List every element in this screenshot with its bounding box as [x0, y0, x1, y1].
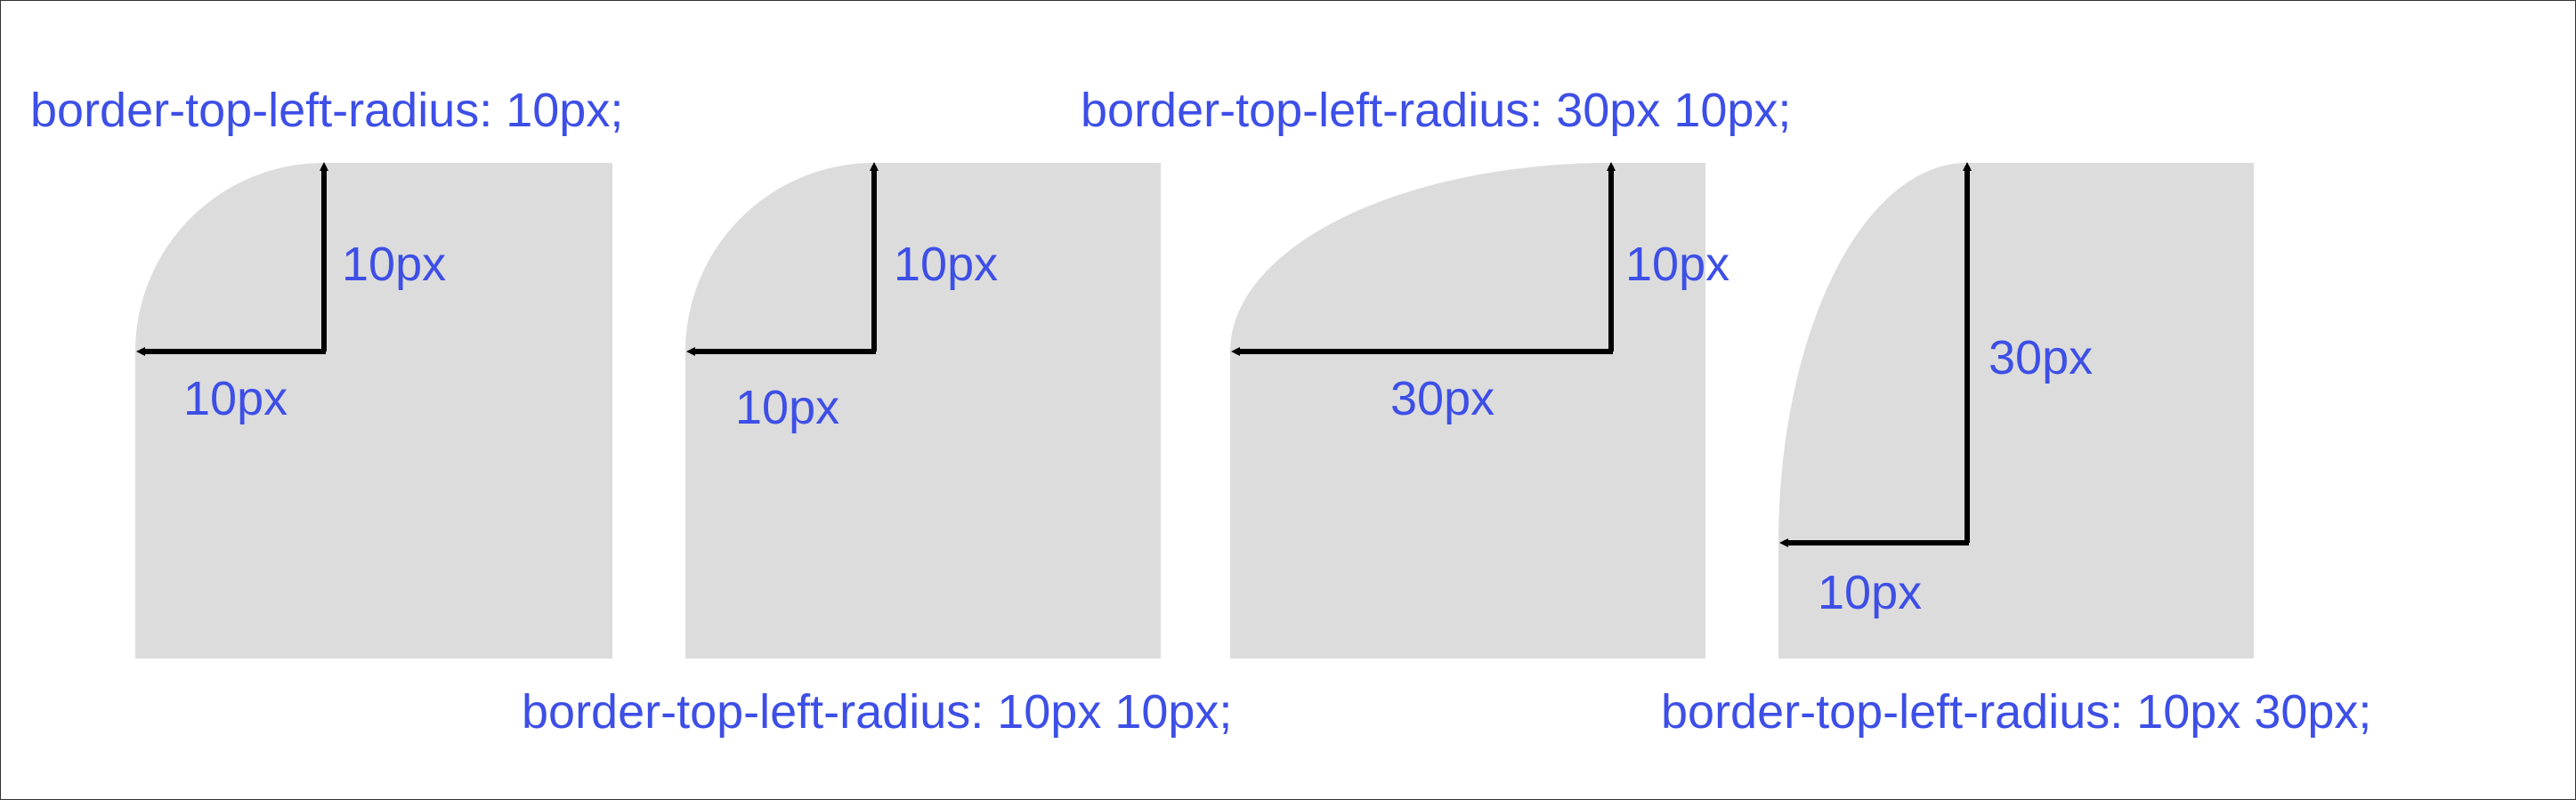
example-1-box [135, 163, 612, 659]
example-2: 10px 10px [685, 162, 1161, 659]
example-3-box [1230, 163, 1705, 659]
example-1: 10px 10px [135, 162, 612, 659]
caption-10px-10px: border-top-left-radius: 10px 10px; [522, 685, 1232, 739]
example-3-vertical-label: 10px [1625, 238, 1729, 291]
example-4-horizontal-label: 10px [1818, 566, 1922, 619]
example-4-vertical-label: 30px [1989, 331, 2093, 384]
caption-10px: border-top-left-radius: 10px; [30, 84, 623, 137]
caption-10px-30px: border-top-left-radius: 10px 30px; [1661, 685, 2371, 739]
example-1-vertical-label: 10px [342, 238, 446, 291]
example-2-vertical-label: 10px [894, 238, 998, 291]
example-3-horizontal-label: 30px [1390, 372, 1495, 425]
example-2-horizontal-label: 10px [735, 381, 839, 434]
example-4-box [1778, 163, 2254, 659]
caption-30px-10px: border-top-left-radius: 30px 10px; [1081, 84, 1791, 137]
example-4: 30px 10px [1778, 162, 2254, 659]
example-3: 10px 30px [1230, 162, 1729, 659]
example-2-box [685, 163, 1161, 659]
example-1-horizontal-label: 10px [183, 372, 288, 425]
